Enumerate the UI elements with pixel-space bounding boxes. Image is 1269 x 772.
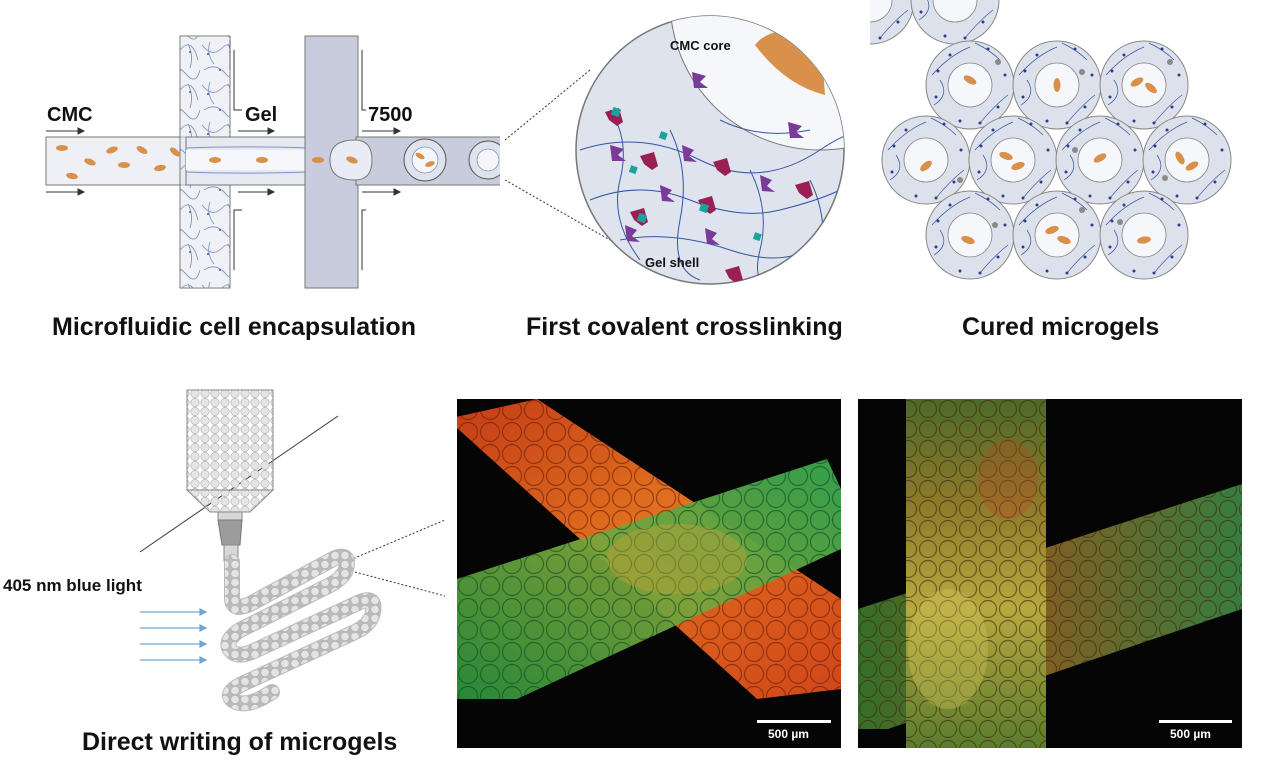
direct-writing-caption: Direct writing of microgels xyxy=(82,728,398,756)
cured-microgels-panel: Cured microgels xyxy=(870,0,1269,350)
syringe-taper xyxy=(185,489,275,513)
cmc-inlet-label: CMC xyxy=(47,104,93,126)
scale-label-1: 500 µm xyxy=(768,727,809,741)
crosslinking-zoom-diagram xyxy=(575,15,845,285)
cured-microgels-caption: Cured microgels xyxy=(962,313,1160,341)
fluorescence-micrograph-1: 500 µm xyxy=(457,399,841,748)
syringe-barrel xyxy=(186,389,274,491)
scale-label-2: 500 µm xyxy=(1170,727,1211,741)
crosslinking-caption: First covalent crosslinking xyxy=(526,313,843,341)
direct-writing-panel: 405 nm blue light Direct writing of micr… xyxy=(0,380,450,772)
micrograph-2-image xyxy=(858,399,1242,748)
main-channel xyxy=(45,136,187,186)
blue-light-label: 405 nm blue light xyxy=(3,576,142,595)
crosslinking-panel: CMC core Gel shell First covalent crossl… xyxy=(520,0,900,350)
micrograph-1-image xyxy=(457,399,841,699)
microfluidic-device-diagram xyxy=(45,35,500,289)
gel-shell-label: Gel shell xyxy=(645,255,700,270)
fluorescence-micrograph-2: 500 µm xyxy=(858,399,1242,748)
oil-inlet-label: 7500 xyxy=(368,104,413,126)
cured-microgels-diagram xyxy=(870,0,1000,45)
gel-inlet-label: Gel xyxy=(245,104,278,126)
scale-bar-1 xyxy=(757,720,831,723)
microfluidic-caption: Microfluidic cell encapsulation xyxy=(52,313,416,341)
cmc-core-label: CMC core xyxy=(670,38,731,53)
nozzle xyxy=(217,519,243,546)
microgel-cluster xyxy=(881,40,1232,280)
direct-writing-diagram xyxy=(139,389,382,712)
scale-bar-2 xyxy=(1159,720,1232,723)
microfluidic-panel: CMC Gel 7500 Microfluidic cell encapsula… xyxy=(0,0,500,350)
microgel xyxy=(870,0,915,45)
